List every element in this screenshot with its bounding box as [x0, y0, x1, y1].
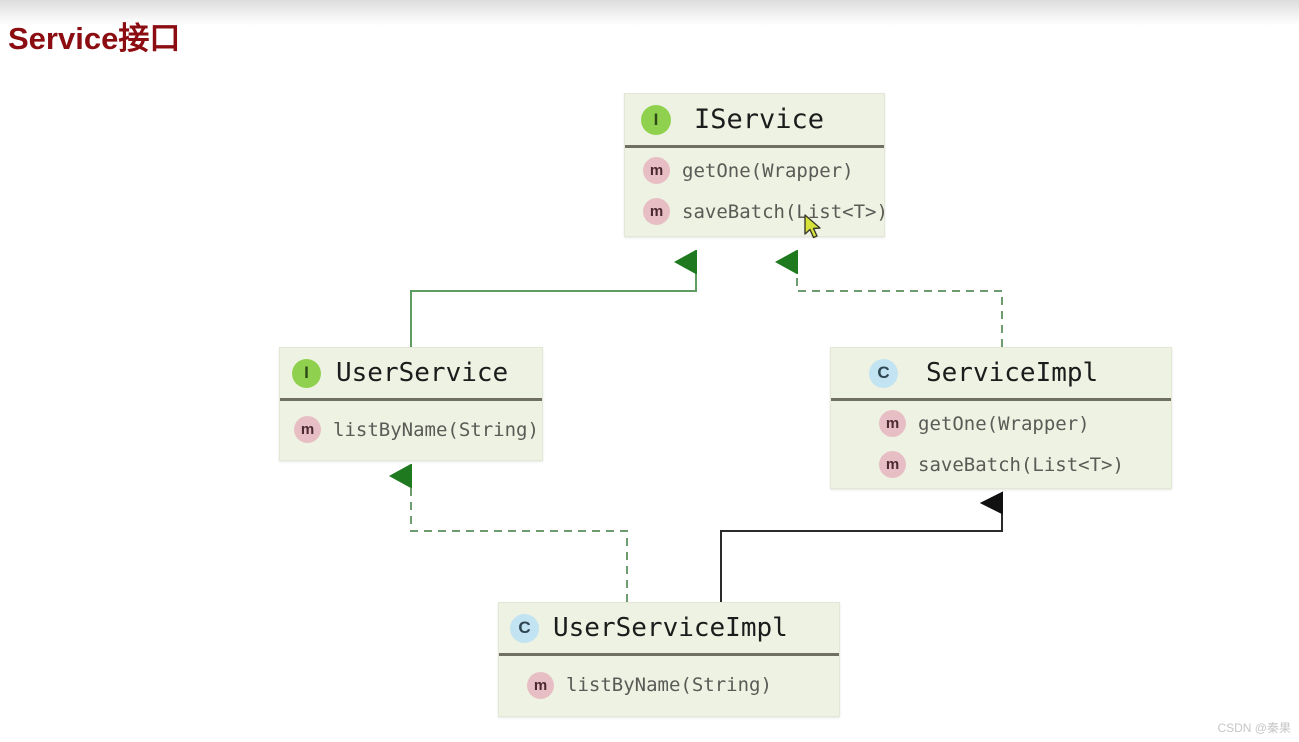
uml-member-name: saveBatch(List<T>) — [918, 453, 1124, 476]
relation-userserviceimpl-to-userservice — [411, 476, 628, 602]
uml-member-name: getOne(Wrapper) — [682, 159, 854, 182]
uml-class-members: m listByName(String) — [280, 401, 542, 456]
uml-member-name: listByName(String) — [333, 418, 539, 441]
page-title: Service接口 — [8, 21, 181, 56]
method-icon: m — [643, 198, 670, 225]
uml-member-name: getOne(Wrapper) — [918, 412, 1090, 435]
top-gradient-bar — [0, 0, 1299, 26]
uml-member-name: saveBatch(List<T>) — [682, 200, 888, 223]
class-icon: C — [510, 613, 539, 643]
uml-class-name: IService — [694, 104, 825, 135]
relation-serviceimpl-to-iservice — [797, 262, 1003, 347]
interface-icon: I — [641, 104, 671, 135]
uml-class-name: UserService — [336, 358, 509, 388]
uml-member-row[interactable]: m saveBatch(List<T>) — [625, 191, 888, 232]
uml-member-row[interactable]: m listByName(String) — [499, 658, 839, 712]
uml-class-header: C ServiceImpl — [831, 348, 1171, 401]
uml-class-serviceimpl[interactable]: C ServiceImpl m getOne(Wrapper) m saveBa… — [830, 347, 1172, 489]
uml-member-row[interactable]: m getOne(Wrapper) — [831, 403, 1171, 444]
uml-class-header: C UserServiceImpl — [499, 603, 839, 656]
method-icon: m — [294, 416, 321, 443]
uml-member-name: listByName(String) — [566, 674, 772, 696]
method-icon: m — [643, 157, 670, 184]
uml-member-row[interactable]: m saveBatch(List<T>) — [831, 444, 1171, 485]
method-icon: m — [527, 671, 554, 699]
relation-userserviceimpl-to-serviceimpl — [720, 503, 1003, 602]
uml-member-row[interactable]: m listByName(String) — [280, 403, 542, 456]
interface-icon: I — [292, 358, 321, 388]
method-icon: m — [879, 451, 906, 478]
uml-class-members: m getOne(Wrapper) m saveBatch(List<T>) — [625, 148, 888, 232]
uml-class-iservice[interactable]: I IService m getOne(Wrapper) m saveBatch… — [624, 93, 888, 237]
relation-userservice-to-iservice — [410, 262, 697, 347]
uml-class-header: I UserService — [280, 348, 542, 401]
uml-class-header: I IService — [625, 94, 884, 148]
uml-class-userserviceimpl[interactable]: C UserServiceImpl m listByName(String) — [498, 602, 840, 717]
uml-class-userservice[interactable]: I UserService m listByName(String) — [279, 347, 543, 461]
uml-class-members: m listByName(String) — [499, 656, 839, 712]
watermark: CSDN @秦果 — [1217, 721, 1291, 735]
class-icon: C — [869, 358, 898, 388]
method-icon: m — [879, 410, 906, 437]
uml-member-row[interactable]: m getOne(Wrapper) — [625, 150, 884, 191]
uml-class-name: UserServiceImpl — [553, 613, 788, 643]
mouse-cursor-icon — [804, 214, 821, 239]
uml-class-members: m getOne(Wrapper) m saveBatch(List<T>) — [831, 401, 1171, 485]
uml-class-name: ServiceImpl — [926, 358, 1099, 388]
